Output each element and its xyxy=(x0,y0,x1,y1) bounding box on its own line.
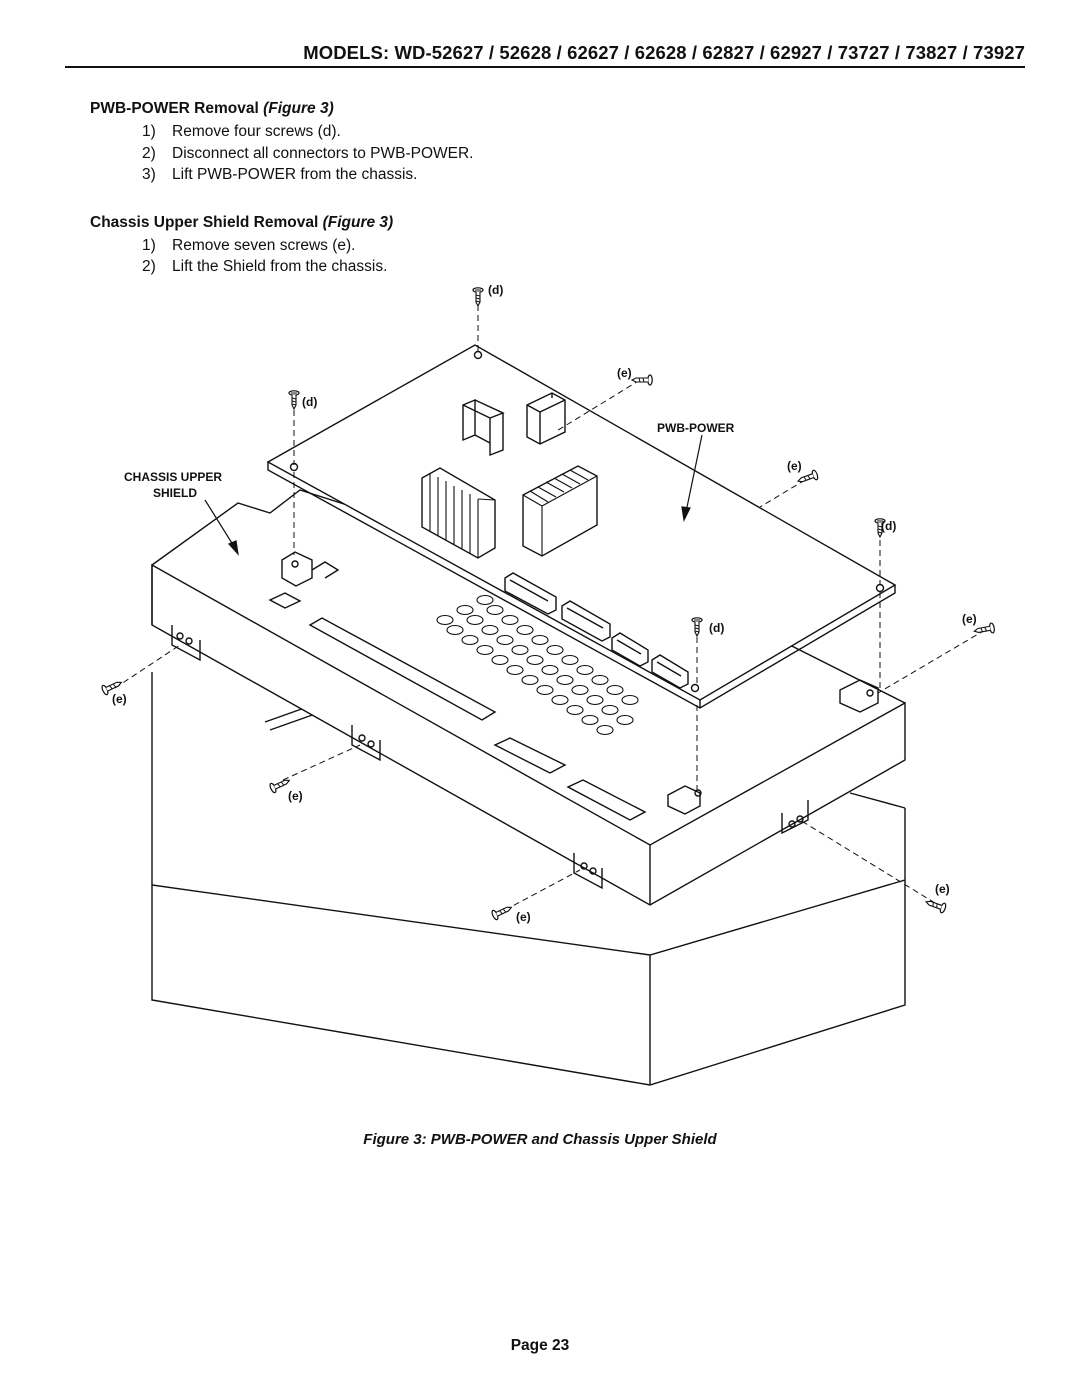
screw-d-icon xyxy=(288,390,300,410)
lower-chassis xyxy=(151,672,906,1086)
page-number: Page 23 xyxy=(510,1337,570,1354)
shield-removal-title: Chassis Upper Shield Removal xyxy=(90,214,319,231)
label-screw-e: (e) xyxy=(516,910,531,924)
screw-e-icon xyxy=(923,896,948,915)
label-screw-d: (d) xyxy=(302,395,317,409)
label-screw-e: (e) xyxy=(112,692,127,706)
shield-step: 2)Lift the Shield from the chassis. xyxy=(142,258,388,275)
chassis-upper-shield xyxy=(151,489,906,906)
pwb-power-board xyxy=(266,344,897,709)
label-pwb-power: PWB-POWER xyxy=(657,421,735,435)
label-screw-e: (e) xyxy=(787,459,802,473)
label-screw-e: (e) xyxy=(935,882,950,896)
screw-d-icon xyxy=(472,287,484,307)
label-chassis-upper: CHASSIS UPPER xyxy=(124,470,222,484)
label-screw-e: (e) xyxy=(617,366,632,380)
pwb-removal-title: PWB-POWER Removal xyxy=(90,100,259,117)
pwb-removal-figref: (Figure 3) xyxy=(263,100,334,117)
shield-removal-figref: (Figure 3) xyxy=(322,214,394,231)
exploded-diagram: (d) (d) (d) (d) (e) (e) (e) (e) (e) (e) … xyxy=(100,283,996,1086)
label-screw-e: (e) xyxy=(288,789,303,803)
pwb-step: 1)Remove four screws (d). xyxy=(142,123,341,140)
shield-removal-heading: Chassis Upper Shield Removal (Figure 3) xyxy=(90,214,393,232)
pwb-step: 3)Lift PWB-POWER from the chassis. xyxy=(142,166,418,183)
label-screw-d: (d) xyxy=(709,621,724,635)
pwb-removal-heading: PWB-POWER Removal (Figure 3) xyxy=(90,100,334,118)
header-rule xyxy=(65,66,1025,68)
pwb-step: 2)Disconnect all connectors to PWB-POWER… xyxy=(142,145,474,162)
label-screw-d: (d) xyxy=(881,519,896,533)
screw-e-icon xyxy=(631,374,653,386)
label-shield: SHIELD xyxy=(153,486,197,500)
models-header: MODELS: WD-52627 / 52628 / 62627 / 62628… xyxy=(303,42,1025,63)
shield-step: 1)Remove seven screws (e). xyxy=(142,237,356,254)
figure-caption: Figure 3: PWB-POWER and Chassis Upper Sh… xyxy=(363,1131,717,1148)
screw-e-icon xyxy=(490,902,515,922)
label-screw-d: (d) xyxy=(488,283,503,297)
label-screw-e: (e) xyxy=(962,612,977,626)
